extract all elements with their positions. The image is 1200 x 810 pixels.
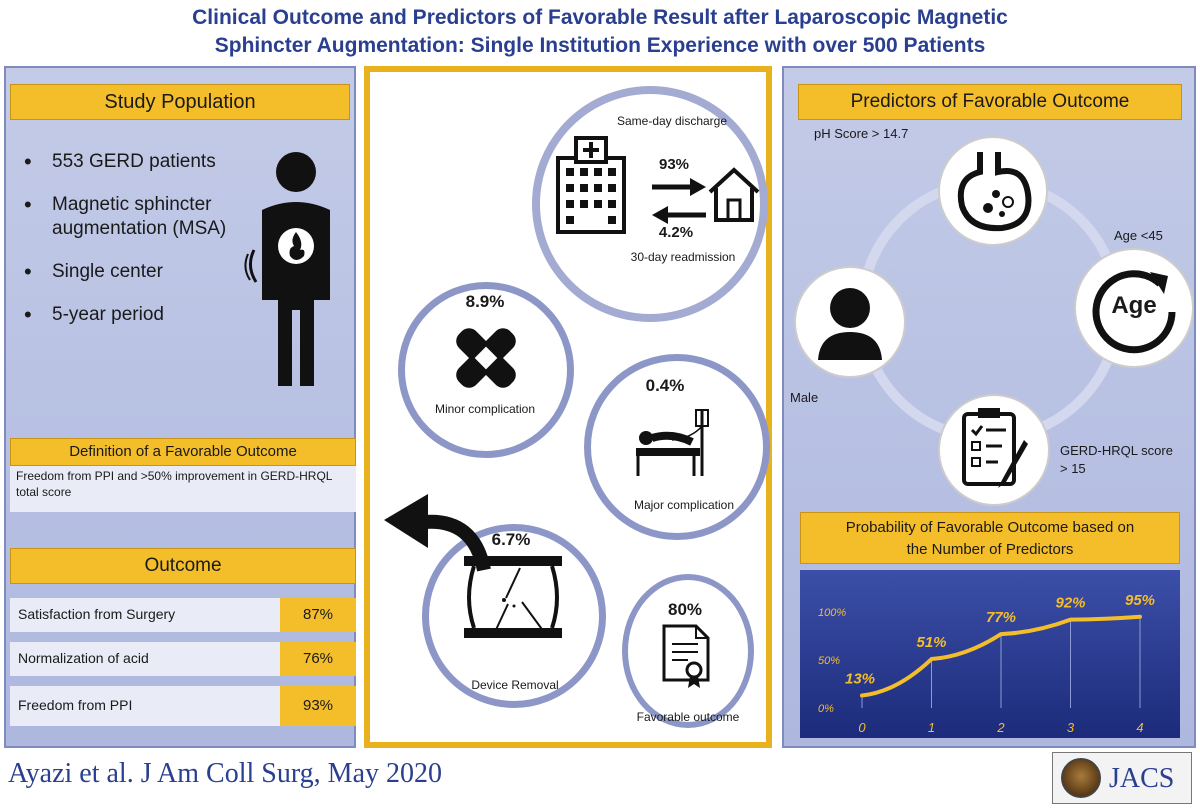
probability-heading-line-1: Probability of Favorable Outcome based o…: [845, 519, 1135, 536]
college-seal-icon: [1061, 758, 1101, 798]
device-removal-value: 6.7%: [491, 530, 531, 549]
ph-score-label: pH Score > 14.7: [814, 126, 909, 141]
house-icon: [708, 167, 760, 222]
citation: Ayazi et al. J Am Coll Surg, May 2020: [8, 758, 442, 789]
gerd-patient-icon: [244, 152, 330, 386]
results-panel: Same-day discharge 93% 4.2% 30-day readm…: [364, 66, 772, 748]
title-line-1: Clinical Outcome and Predictors of Favor…: [192, 6, 1008, 29]
list-item: 5-year period: [24, 303, 264, 327]
hospital-bed-icon: [636, 409, 709, 476]
hrql-label-line-2: > 15: [1060, 461, 1086, 476]
y-tick-label: 50%: [818, 655, 840, 667]
data-label: 51%: [916, 634, 946, 651]
age-icon-text: Age: [1111, 292, 1157, 319]
discharge-circle: [532, 86, 768, 322]
data-label: 95%: [1125, 592, 1155, 609]
probability-chart: 0% 50% 100% 0 1 2 3 4 13% 51% 77% 92% 95%: [800, 570, 1180, 738]
probability-heading: Probability of Favorable Outcome based o…: [800, 512, 1180, 564]
favorable-outcome-circle: [622, 574, 754, 728]
outcome-label: Satisfaction from Surgery: [18, 606, 176, 622]
x-tick-label: 0: [858, 720, 866, 735]
stomach-icon: [957, 152, 1032, 232]
stomach-node: [938, 136, 1048, 246]
journal-logo-text: JACS: [1109, 763, 1175, 794]
predictors-heading: Predictors of Favorable Outcome: [798, 84, 1182, 120]
definition-text: Freedom from PPI and >50% improvement in…: [10, 466, 356, 512]
hospital-icon: [556, 136, 626, 234]
device-removal-circle: [422, 524, 606, 708]
favorable-outcome-label: Favorable outcome: [636, 710, 740, 724]
data-label: 92%: [1055, 595, 1085, 612]
minor-complication-value: 8.9%: [465, 292, 505, 311]
list-item: Single center: [24, 260, 264, 284]
x-tick-label: 3: [1067, 720, 1075, 735]
outcome-value: 87%: [280, 598, 356, 632]
minor-complication-circle: [398, 282, 574, 458]
outcome-row-ppi: Freedom from PPI 93%: [10, 686, 356, 726]
major-complication-value: 0.4%: [645, 376, 685, 395]
male-label: Male: [790, 390, 819, 405]
x-tick-label: 2: [996, 720, 1005, 735]
outcome-row-acid: Normalization of acid 76%: [10, 642, 356, 676]
major-complication-circle: [584, 354, 770, 540]
study-population-list: 553 GERD patients Magnetic sphincter aug…: [24, 150, 264, 346]
outcome-label: Normalization of acid: [18, 650, 149, 666]
probability-heading-line-2: the Number of Predictors: [906, 541, 1074, 558]
data-label: 13%: [845, 671, 875, 688]
favorable-outcome-value: 80%: [667, 600, 703, 619]
checklist-icon: [962, 408, 1028, 488]
discharge-label: Same-day discharge: [616, 114, 728, 128]
male-node: [794, 266, 906, 378]
probability-line-chart: 0% 50% 100% 0 1 2 3 4 13% 51% 77% 92% 95%: [818, 592, 1155, 735]
page-title: Clinical Outcome and Predictors of Favor…: [0, 4, 1200, 60]
list-item: 553 GERD patients: [24, 150, 264, 174]
y-tick-label: 0%: [818, 703, 834, 715]
device-removal-label: Device Removal: [471, 678, 559, 692]
outcome-row-satisfaction: Satisfaction from Surgery 87%: [10, 598, 356, 632]
minor-complication-label: Minor complication: [434, 402, 536, 416]
outcome-value: 93%: [280, 686, 356, 726]
outcome-heading: Outcome: [10, 548, 356, 584]
study-panel: Study Population 553 GERD patients Magne…: [4, 66, 356, 748]
bandage-icon: [456, 328, 516, 388]
title-line-2: Sphincter Augmentation: Single Instituti…: [214, 34, 986, 57]
readmission-label: 30-day readmission: [630, 250, 736, 264]
outcome-label: Freedom from PPI: [18, 697, 133, 713]
arrow-left-icon: [652, 206, 706, 224]
male-person-icon: [818, 288, 882, 360]
laparoscopic-abdomen-icon: [464, 556, 562, 638]
outcome-value: 76%: [280, 642, 356, 676]
readmission-value: 4.2%: [658, 224, 694, 241]
series-line: [860, 614, 1142, 698]
curved-arrow-icon: [384, 494, 491, 572]
definition-heading: Definition of a Favorable Outcome: [10, 438, 356, 466]
age-label: Age <45: [1114, 228, 1163, 243]
certificate-icon: [662, 624, 710, 688]
x-tick-label: 4: [1136, 720, 1143, 735]
data-label: 77%: [986, 609, 1016, 626]
x-tick-label: 1: [928, 720, 935, 735]
hrql-label: GERD-HRQL score > 15: [1060, 442, 1190, 478]
arrow-right-icon: [652, 178, 706, 196]
hrql-node: [938, 394, 1050, 506]
major-complication-label: Major complication: [633, 498, 735, 512]
discharge-value: 93%: [658, 156, 690, 173]
study-population-heading: Study Population: [10, 84, 350, 120]
list-item: Magnetic sphincter augmentation (MSA): [24, 193, 256, 241]
journal-logo: JACS: [1052, 752, 1192, 804]
hrql-label-line-1: GERD-HRQL score: [1060, 443, 1173, 458]
age-node: Age: [1074, 248, 1194, 368]
age-cycle-icon: [1092, 270, 1176, 354]
predictors-panel: Predictors of Favorable Outcome pH Score…: [782, 66, 1196, 748]
y-tick-label: 100%: [818, 607, 846, 619]
